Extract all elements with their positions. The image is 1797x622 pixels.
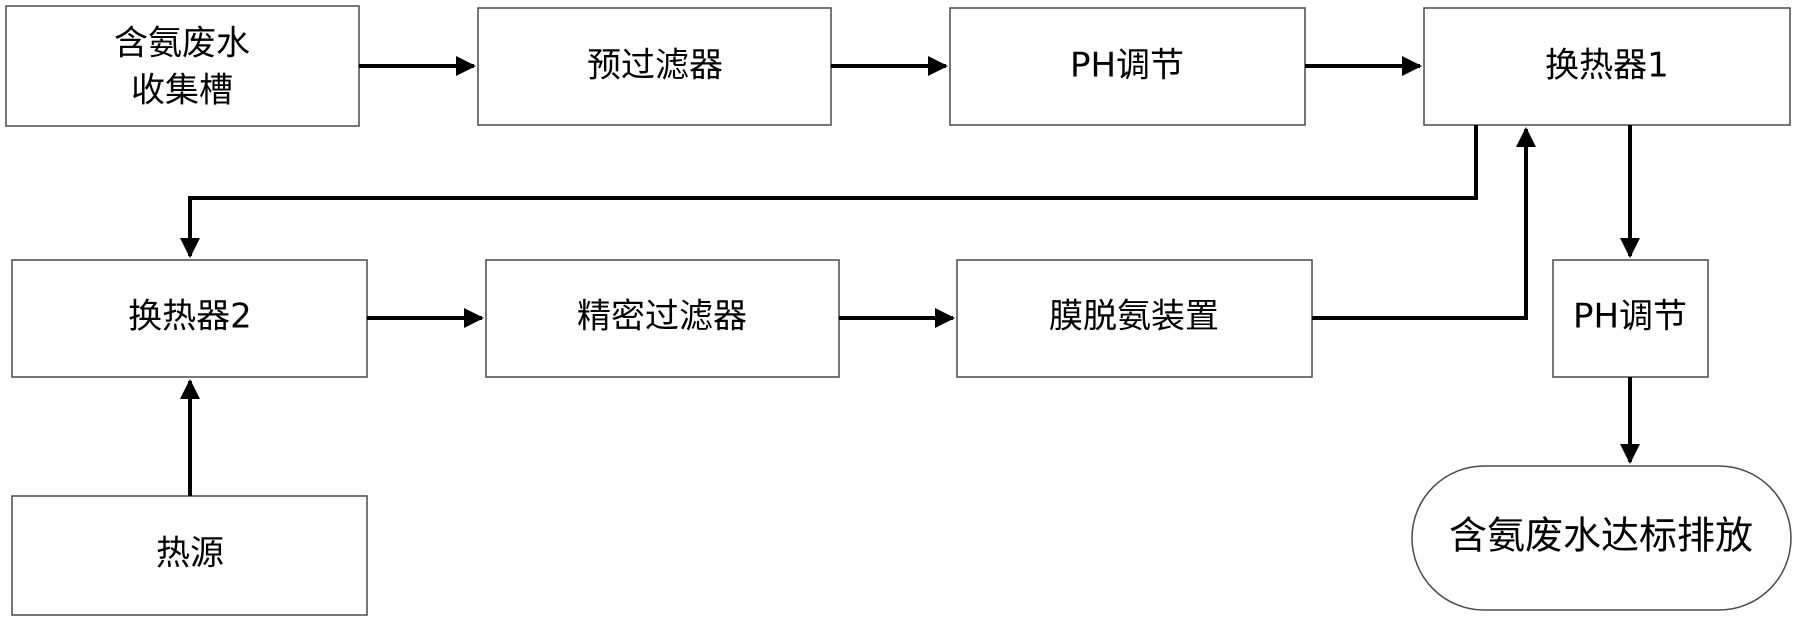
node-precision-filter: 精密过滤器 — [485, 259, 840, 378]
node-pre-filter-label: 预过滤器 — [587, 46, 723, 86]
node-ph-adjust-2-label: PH调节 — [1573, 297, 1687, 337]
arrow-membrane-to-he1 — [1312, 127, 1536, 320]
node-ph-adjust-1-label: PH调节 — [1070, 46, 1184, 86]
node-precision-filter-label: 精密过滤器 — [577, 297, 747, 337]
node-discharge: 含氨废水达标排放 — [1411, 465, 1792, 611]
node-discharge-label: 含氨废水达标排放 — [1449, 514, 1753, 558]
node-collection-tank-line2: 收集槽 — [131, 71, 233, 111]
node-membrane-deammonia-label: 膜脱氨装置 — [1049, 297, 1219, 337]
node-heat-exchanger-1: 换热器1 — [1423, 7, 1791, 126]
arrow-he1-to-he2 — [180, 125, 1478, 258]
node-membrane-deammonia: 膜脱氨装置 — [956, 259, 1313, 378]
node-heat-source-label: 热源 — [156, 534, 224, 574]
node-heat-exchanger-2: 换热器2 — [11, 259, 368, 378]
node-pre-filter: 预过滤器 — [477, 7, 832, 126]
node-collection-tank-line1: 含氨废水 — [114, 24, 250, 64]
node-heat-exchanger-1-label: 换热器1 — [1545, 46, 1669, 86]
node-ph-adjust-2: PH调节 — [1552, 259, 1709, 378]
node-ph-adjust-1: PH调节 — [949, 7, 1306, 126]
node-collection-tank: 含氨废水 收集槽 — [5, 5, 360, 127]
node-heat-exchanger-2-label: 换热器2 — [128, 297, 252, 337]
node-heat-source: 热源 — [11, 495, 368, 616]
